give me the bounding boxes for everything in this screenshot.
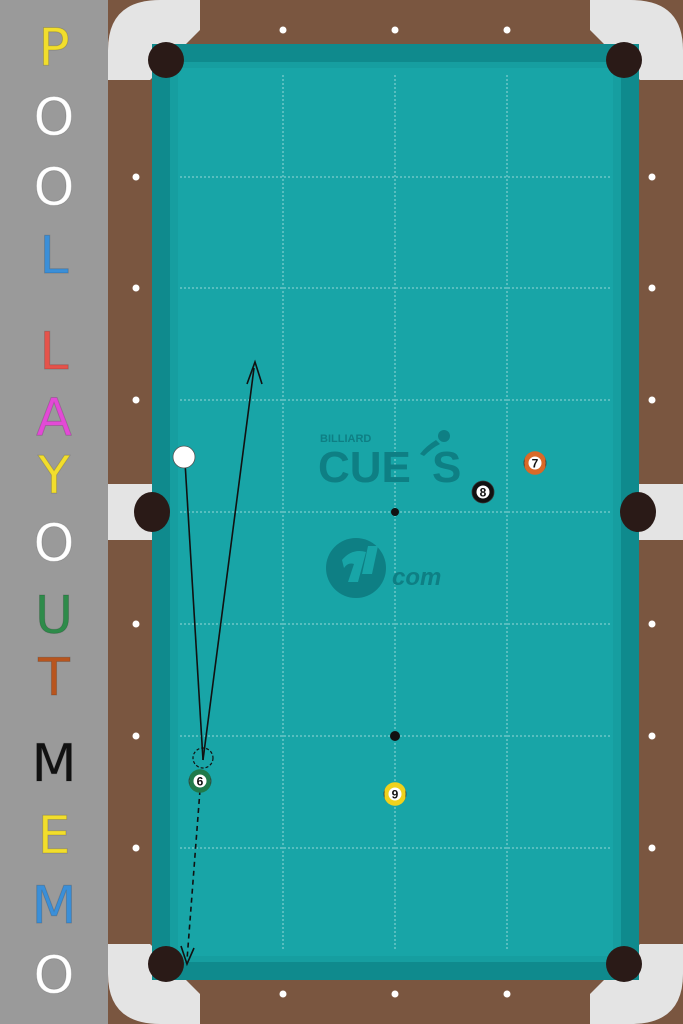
ball-eight[interactable]: 8 <box>471 480 495 504</box>
ball-eight-label: 8 <box>480 486 487 500</box>
title-letter: A <box>36 388 73 448</box>
center-spot <box>391 508 399 516</box>
ghost-ball <box>192 747 214 769</box>
logo-cue-icon <box>420 440 440 456</box>
corner-plate-tr <box>590 0 683 80</box>
pocket-top-right <box>606 42 642 78</box>
title-letter: M <box>31 876 77 936</box>
ball-six[interactable]: 6 <box>188 769 212 793</box>
pocket-top-left <box>148 42 184 78</box>
object-ball-path-line <box>186 789 201 961</box>
title-letter: L <box>39 226 69 286</box>
corner-plate-bl <box>108 944 200 1024</box>
ball-nine[interactable]: 9 <box>383 782 407 806</box>
logo-main-suffix: S <box>432 443 461 492</box>
title-letter: U <box>34 586 74 646</box>
logo-small-text: BILLIARD <box>320 433 371 445</box>
pocket-bottom-right <box>606 946 642 982</box>
title-letter: Y <box>38 446 71 506</box>
pool-table[interactable]: BILLIARD CUE S com 6 7 8 <box>108 0 683 1024</box>
diamonds <box>132 26 656 998</box>
title-letter: M <box>31 734 77 794</box>
pocket-side-left <box>134 492 170 532</box>
logo-d-icon <box>342 551 366 582</box>
foot-spot <box>390 731 400 741</box>
pockets <box>134 42 656 982</box>
title-letter: O <box>33 946 75 1006</box>
title-letter: O <box>33 88 75 148</box>
ball-seven-label: 7 <box>532 457 539 471</box>
logo-main-text: CUE <box>318 443 411 492</box>
ball-seven[interactable]: 7 <box>523 451 547 475</box>
cue-return-line <box>202 367 255 761</box>
pocket-bottom-left <box>148 946 184 982</box>
title-letter: O <box>33 514 75 574</box>
title-letter: P <box>38 18 70 78</box>
corner-plate-br <box>590 944 683 1024</box>
ball-nine-label: 9 <box>392 788 399 802</box>
cue-path-line <box>184 461 204 761</box>
ball-six-label: 6 <box>197 775 204 789</box>
ball-cue[interactable] <box>172 445 196 469</box>
arrowhead-icon <box>180 945 195 967</box>
pocket-side-right <box>620 492 656 532</box>
corner-plate-tl <box>108 0 200 80</box>
arrowhead-icon <box>246 359 263 385</box>
title-letter: E <box>37 806 71 866</box>
logo-bottom-text: com <box>392 564 441 591</box>
logo-ball-icon <box>438 430 450 442</box>
title-letter: L <box>39 322 69 382</box>
title-letter: O <box>33 158 75 218</box>
title-letter: T <box>38 648 71 708</box>
